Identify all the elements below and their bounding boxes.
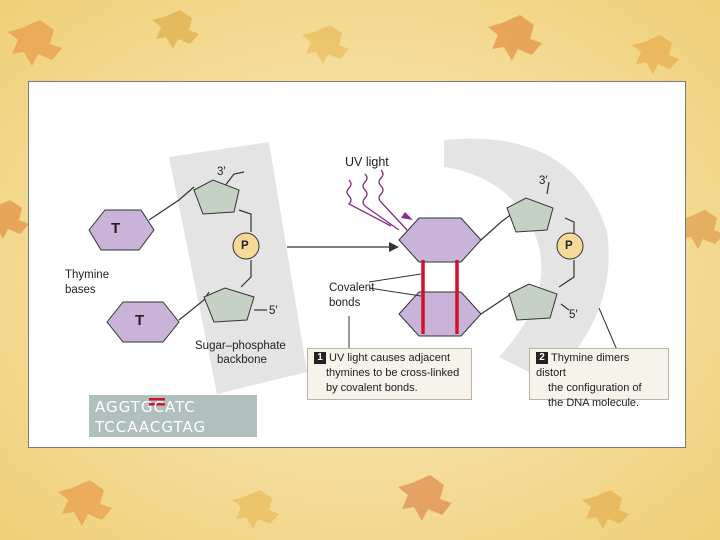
thymine-top-left (88, 209, 155, 251)
callout-1-line-3: by covalent bonds. (326, 382, 418, 394)
callout-2-number: 2 (536, 352, 548, 364)
transform-arrowhead (389, 242, 399, 252)
sequence-dimer-bond-1 (149, 398, 165, 401)
three-prime-right-label: 3′ (539, 175, 548, 187)
left-bottom-backbone (178, 291, 210, 321)
left-top-backbone (148, 186, 195, 221)
seq-top-part-2: G (118, 398, 131, 416)
uv-arrowhead (401, 212, 413, 220)
right-bottom-backbone (480, 293, 512, 315)
seq-top-part-4: G (140, 398, 154, 416)
thymine-bases-label-1: Thymine (65, 269, 110, 281)
right-shadow (444, 138, 609, 382)
thymine-bottom-label: T (135, 312, 145, 329)
callout-1-line-1: UV light causes adjacent (329, 352, 451, 364)
callout-2-line-3: the DNA molecule. (548, 397, 640, 409)
phosphate-right (556, 232, 584, 260)
diagram-panel: UV light 3′ 3′ 5′ 5′ T T P P Thymine bas… (28, 81, 686, 448)
five-prime-right-label: 5′ (569, 309, 578, 321)
left-p-to-bottom (240, 260, 252, 288)
phosphate-right-label: P (565, 240, 573, 252)
covalent-leader-2 (368, 287, 422, 297)
backbone-label-1: Sugar–phosphate (195, 340, 286, 352)
sequence-dimer-bond-2 (149, 403, 165, 406)
callout-1-number: 1 (314, 352, 326, 364)
sequence-banner (89, 395, 257, 437)
left-top-to-p (238, 209, 252, 232)
covalent-leader-1 (368, 273, 422, 283)
sugar-top-right (506, 197, 554, 233)
left-3prime-line (223, 171, 245, 188)
seq-top-part-1: AG (95, 398, 119, 416)
sugar-top-left (193, 179, 240, 215)
phosphate-left (232, 232, 260, 260)
sequence-bottom-strand: TCCAACGTAG (95, 418, 207, 436)
thymine-top-right (398, 217, 482, 263)
callout-1-line-2: thymines to be cross-linked (326, 367, 460, 379)
seq-top-part-3: T (130, 398, 141, 416)
covalent-bonds-label-1: Covalent (329, 282, 375, 294)
seq-top-part-5: CATC (153, 398, 196, 416)
thymine-bottom-left (106, 301, 180, 343)
callout2-leader (598, 307, 618, 351)
sugar-bottom-left (203, 287, 255, 323)
thymine-dimer-diagram (88, 138, 618, 437)
uv-wave-2 (378, 169, 408, 231)
right-5prime-line (560, 303, 570, 311)
right-p-to-bottom (558, 260, 575, 288)
covalent-bonds-label-2: bonds (329, 297, 361, 309)
thymine-bottom-right (398, 291, 482, 337)
backbone-label-2: backbone (217, 354, 267, 366)
sequence-banner-fade (89, 395, 257, 437)
sugar-bottom-right (508, 283, 558, 321)
callout-2-line-2: the configuration of (548, 382, 642, 394)
five-prime-left-label: 5′ (269, 305, 278, 317)
thymine-bases-label-2: bases (65, 284, 96, 296)
three-prime-left-label: 3′ (217, 166, 226, 178)
right-3prime-line (546, 181, 550, 195)
right-top-to-p (564, 217, 575, 234)
callout-2-line-1: Thymine dimers distort (536, 352, 630, 379)
uv-light-label: UV light (345, 155, 389, 169)
uv-wave-1 (362, 173, 400, 231)
uv-wave-3 (346, 179, 392, 227)
thymine-top-label: T (111, 220, 121, 237)
phosphate-left-label: P (241, 240, 249, 252)
sequence-top-strand: AGGTGCATC (95, 398, 196, 416)
